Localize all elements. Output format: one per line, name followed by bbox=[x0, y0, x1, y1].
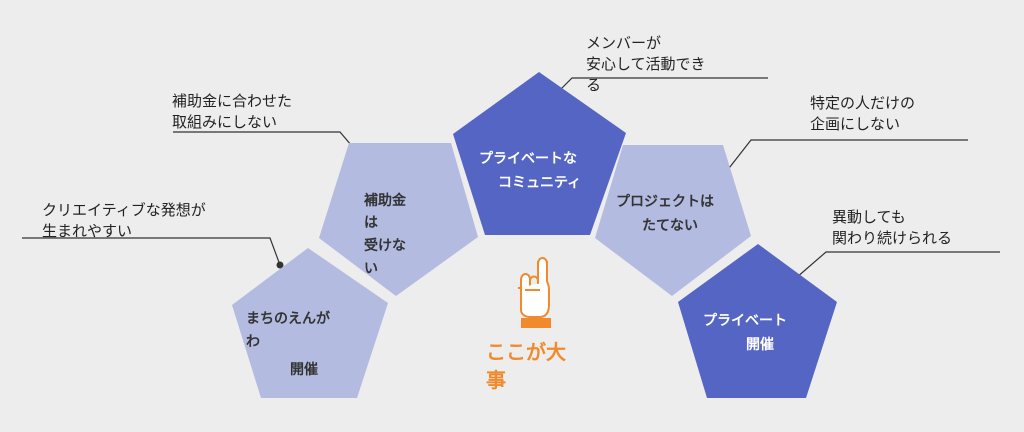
annotation-line-creative-1: クリエイティブな発想が bbox=[42, 201, 206, 219]
pentagon-shape-hojo bbox=[319, 143, 478, 296]
annotation-members: メンバーが安心して活動できる bbox=[586, 33, 706, 96]
annotation-line-members-3: る bbox=[586, 76, 602, 94]
pentagon-shape-project bbox=[595, 145, 751, 296]
pointing-hand-icon bbox=[518, 257, 551, 328]
annotation-creative: クリエイティブな発想が生まれやすい bbox=[42, 200, 206, 242]
annotation-line-members-1: メンバーが bbox=[586, 34, 662, 52]
annotation-line-specific-2: 企画にしない bbox=[810, 115, 901, 133]
annotation-line-members-2: 安心して活動でき bbox=[586, 55, 706, 73]
pentagon-label-project-2: たてない bbox=[642, 218, 698, 234]
annotation-line-creative-2: 生まれやすい bbox=[42, 222, 133, 240]
pentagon-label-project-1: プロジェクトは bbox=[616, 194, 714, 210]
pentagon-label-machi-3: 開催 bbox=[290, 361, 318, 378]
annotation-line-subsidy-1: 補助金に合わせた bbox=[172, 92, 293, 110]
annotation-line-subsidy-2: 取組みにしない bbox=[172, 113, 278, 131]
pentagon-label-private-event-1: プライベート bbox=[703, 313, 787, 329]
pentagon-group: まちのえんがわ開催補助金は受けないプライベートなコミュニティプロジェクトはたてな… bbox=[232, 72, 837, 398]
annotation-subsidy: 補助金に合わせた取組みにしない bbox=[172, 91, 292, 133]
pentagon-label-hojo-3: 受けな bbox=[364, 237, 406, 254]
pentagon-label-private-community-2: コミュニティ bbox=[498, 175, 581, 191]
pentagon-label-private-event-2: 開催 bbox=[746, 336, 774, 353]
annotation-continue: 異動しても関わり続けられる bbox=[832, 207, 952, 249]
leader-line-creative bbox=[22, 237, 281, 266]
annotation-line-continue-1: 異動しても bbox=[832, 208, 906, 226]
annotation-line-continue-2: 関わり続けられる bbox=[832, 229, 953, 247]
pentagon-label-machi-1: まちのえんが bbox=[246, 310, 331, 327]
pentagon-label-hojo-2: は bbox=[364, 215, 378, 231]
pentagon-shape-machi bbox=[232, 248, 388, 398]
leader-line-subsidy bbox=[173, 131, 369, 166]
pentagon-label-private-community-1: プライベートな bbox=[479, 151, 577, 167]
annotation-specific: 特定の人だけの企画にしない bbox=[810, 93, 915, 135]
pentagon-shape-private-community bbox=[453, 72, 626, 235]
center-caption: ここが大事 bbox=[486, 340, 566, 392]
leader-line-specific bbox=[725, 139, 968, 173]
pentagon-shape-private-event bbox=[678, 244, 837, 398]
pentagon-label-hojo-4: い bbox=[364, 261, 378, 277]
leader-dot-creative bbox=[276, 261, 284, 269]
pentagon-label-hojo-1: 補助金 bbox=[363, 192, 407, 209]
leader-line-continue bbox=[795, 251, 1000, 279]
pentagon-label-machi-2: わ bbox=[246, 334, 260, 350]
annotation-line-specific-1: 特定の人だけの bbox=[810, 94, 916, 112]
